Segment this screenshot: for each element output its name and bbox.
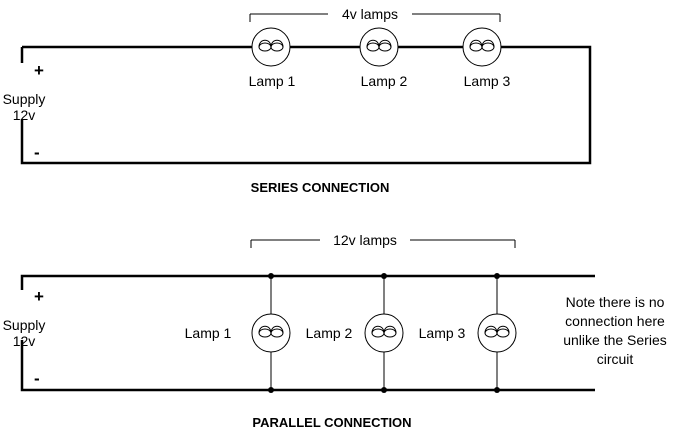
series-plus-sign: + — [34, 61, 44, 80]
series-lamp-3-label: Lamp 3 — [464, 73, 511, 89]
note-line-1: Note there is no — [566, 294, 665, 310]
series-wires — [20, 45, 592, 165]
parallel-plus-sign: + — [34, 287, 44, 306]
parallel-bracket: 12v lamps — [250, 232, 516, 248]
parallel-lamp-2-icon — [364, 313, 404, 353]
parallel-bracket-label: 12v lamps — [333, 232, 397, 248]
parallel-title: PARALLEL CONNECTION — [252, 415, 411, 430]
series-lamp-1-icon — [251, 27, 291, 67]
parallel-circuit: 12v lamps Lamp 1 Lamp 2 Lamp 3 + - Suppl… — [3, 232, 667, 430]
series-bracket: 4v lamps — [249, 6, 501, 22]
series-title: SERIES CONNECTION — [251, 180, 390, 195]
series-lamp-1-label: Lamp 1 — [249, 73, 296, 89]
parallel-lamp-3-label: Lamp 3 — [419, 325, 466, 341]
parallel-lamp-3-icon — [477, 313, 517, 353]
series-bracket-label: 4v lamps — [342, 6, 398, 22]
parallel-supply-label: Supply — [3, 317, 46, 333]
series-lamp-3-icon — [462, 27, 502, 67]
parallel-supply-voltage: 12v — [13, 333, 36, 349]
series-minus-sign: - — [34, 143, 40, 162]
parallel-note: Note there is no connection here unlike … — [563, 294, 667, 367]
series-lamp-2-label: Lamp 2 — [361, 73, 408, 89]
series-supply-voltage: 12v — [13, 107, 36, 123]
parallel-minus-sign: - — [34, 369, 40, 388]
note-line-2: connection here — [565, 313, 665, 329]
parallel-lamp-1-label: Lamp 1 — [185, 325, 232, 341]
parallel-lamp-2-label: Lamp 2 — [306, 325, 353, 341]
series-supply-label: Supply — [3, 91, 46, 107]
note-line-3: unlike the Series — [563, 332, 667, 348]
parallel-lamp-1-icon — [251, 313, 291, 353]
series-lamp-2-icon — [359, 27, 399, 67]
note-line-4: circuit — [597, 351, 634, 367]
series-circuit: 4v lamps Lamp 1 Lamp 2 Lamp 3 + - Supply… — [3, 6, 592, 195]
